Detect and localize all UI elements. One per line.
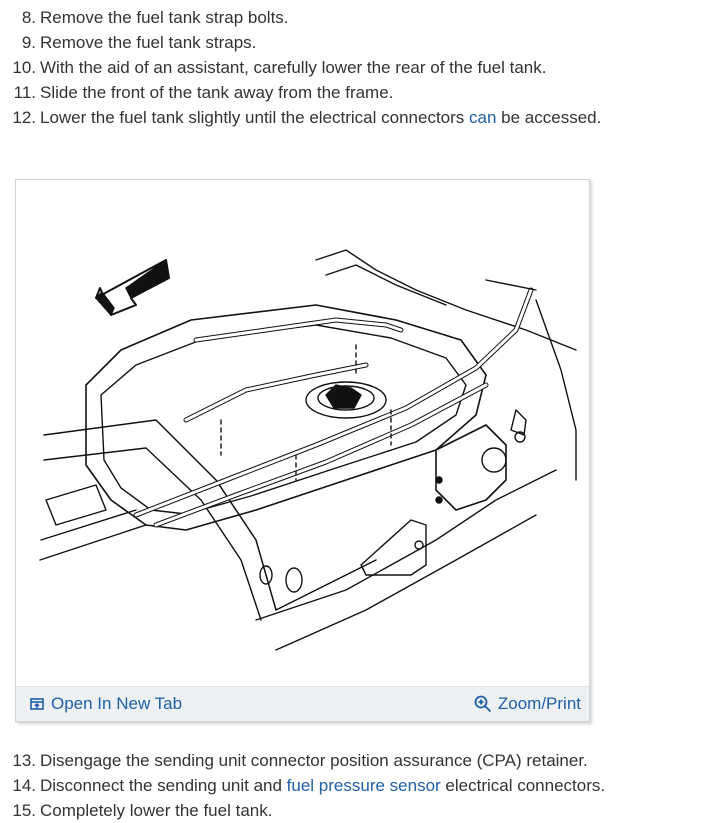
step-text-part: electrical connectors. (440, 776, 606, 795)
step-14: 14. Disconnect the sending unit and fuel… (0, 773, 700, 798)
direction-arrow-icon (95, 259, 170, 316)
step-13: 13. Disengage the sending unit connector… (0, 748, 700, 773)
step-number: 9. (21, 33, 36, 52)
open-in-new-tab-icon (30, 698, 44, 710)
step-text: Completely lower the fuel tank. (40, 801, 273, 820)
magnifier-plus-icon (474, 695, 491, 713)
step-9: 9. Remove the fuel tank straps. (0, 30, 700, 55)
step-number: 8. (21, 8, 36, 27)
step-number: 12. (12, 108, 36, 127)
step-text-part: Disconnect the sending unit and (40, 776, 287, 795)
step-text: Remove the fuel tank straps. (40, 33, 257, 52)
zoom-print-button[interactable]: Zoom/Print (474, 694, 581, 714)
step-text-part: be accessed. (496, 108, 602, 127)
step-number: 11. (13, 83, 36, 102)
step-15: 15. Completely lower the fuel tank. (0, 798, 700, 823)
instruction-list-top: 8. Remove the fuel tank strap bolts. 9. … (0, 5, 700, 130)
step-11: 11. Slide the front of the tank away fro… (0, 80, 700, 105)
open-in-new-tab-label: Open In New Tab (51, 694, 183, 713)
step-8: 8. Remove the fuel tank strap bolts. (0, 5, 700, 30)
step-10: 10. With the aid of an assistant, carefu… (0, 55, 700, 80)
fuel-tank-diagram (39, 249, 577, 651)
step-text: With the aid of an assistant, carefully … (40, 58, 547, 77)
diagram-figure: Open In New Tab Zoom/Print (15, 179, 590, 722)
step-number: 15. (12, 801, 36, 820)
step-text: Lower the fuel tank slightly until the e… (40, 105, 601, 130)
open-in-new-tab-button[interactable]: Open In New Tab (30, 694, 182, 714)
step-text: Slide the front of the tank away from th… (40, 83, 394, 102)
figure-toolbar: Open In New Tab Zoom/Print (16, 686, 589, 721)
step-text-part: Lower the fuel tank slightly until the e… (40, 108, 470, 127)
glossary-link-can[interactable]: can (469, 108, 497, 127)
step-number: 14. (12, 776, 36, 795)
zoom-print-label: Zoom/Print (497, 694, 581, 713)
step-number: 10. (12, 58, 36, 77)
step-text: Disengage the sending unit connector pos… (40, 751, 588, 770)
instruction-list-bottom: 13. Disengage the sending unit connector… (0, 748, 700, 823)
fuel-pressure-sensor-link[interactable]: fuel pressure sensor (286, 776, 441, 795)
step-12: 12. Lower the fuel tank slightly until t… (0, 105, 700, 130)
step-number: 13. (12, 751, 36, 770)
step-text: Remove the fuel tank strap bolts. (40, 8, 289, 27)
step-text: Disconnect the sending unit and fuel pre… (40, 773, 605, 798)
